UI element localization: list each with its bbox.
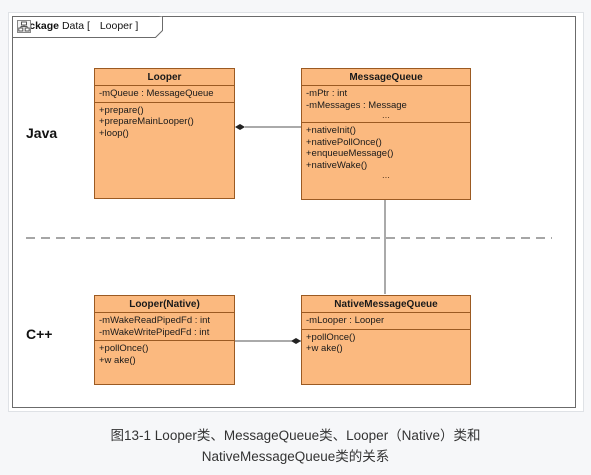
operation: +w ake(): [306, 343, 343, 354]
attribute: -mWakeWritePipedFd : int: [99, 326, 210, 338]
class-name: MessageQueue: [302, 69, 470, 86]
operation: +enqueueMessage(): [306, 148, 394, 159]
class-name: Looper(Native): [95, 296, 234, 313]
lane-label-java: Java: [26, 125, 58, 141]
attribute: -mQueue : MessageQueue: [99, 88, 214, 99]
operation: +prepare(): [99, 104, 144, 116]
operation-ellipsis: ...: [382, 170, 390, 181]
class-name: Looper: [95, 69, 234, 86]
attributes-section: -mWakeReadPipedFd : int -mWakeWritePiped…: [95, 313, 234, 341]
caption-line-2: NativeMessageQueue类的关系: [201, 449, 390, 464]
operation: +loop(): [99, 127, 129, 139]
lane-label-cpp: C++: [26, 326, 53, 342]
class-looper-native[interactable]: Looper(Native) -mWakeReadPipedFd : int -…: [94, 295, 235, 385]
caption-line-1: 图13-1 Looper类、MessageQueue类、Looper（Nativ…: [110, 428, 481, 443]
attributes-section: -mLooper : Looper: [302, 313, 470, 330]
operation: +w ake(): [99, 354, 136, 366]
figure-caption: 图13-1 Looper类、MessageQueue类、Looper（Nativ…: [0, 425, 591, 467]
operations-section: +prepare() +prepareMainLooper() +loop(): [95, 103, 234, 142]
attribute: -mLooper : Looper: [306, 315, 385, 326]
package-tab-outline: [12, 16, 163, 38]
attribute: -mPtr : int: [306, 88, 348, 99]
class-name: NativeMessageQueue: [302, 296, 470, 313]
aggregation-diamond-looper: [235, 124, 245, 130]
attributes-section: -mQueue : MessageQueue: [95, 86, 234, 103]
attribute-ellipsis: ...: [382, 110, 390, 121]
operation: +nativeInit(): [306, 125, 356, 136]
attributes-section: -mPtr : int -mMessages : Message ...: [302, 86, 470, 123]
operation: +pollOnce(): [99, 343, 149, 354]
class-messagequeue[interactable]: MessageQueue -mPtr : int -mMessages : Me…: [301, 68, 471, 200]
operations-section: +pollOnce() +w ake(): [95, 341, 234, 368]
package-diagram-name: Looper ]: [99, 20, 139, 32]
attribute: -mMessages : Message: [306, 99, 407, 111]
operation: +nativeWake(): [306, 159, 368, 171]
package-frame: [12, 16, 576, 408]
operation: +nativePollOnce(): [306, 136, 382, 148]
operation: +pollOnce(): [306, 331, 356, 343]
operation: +prepareMainLooper(): [99, 116, 194, 127]
aggregation-diamond-nativemessagequeue: [291, 338, 301, 344]
operations-section: +pollOnce() +w ake(): [302, 330, 470, 357]
class-looper[interactable]: Looper -mQueue : MessageQueue +prepare()…: [94, 68, 235, 199]
class-nativemessagequeue[interactable]: NativeMessageQueue -mLooper : Looper +po…: [301, 295, 471, 385]
package-tab: package Data [ Looper ]: [12, 16, 163, 38]
attribute: -mWakeReadPipedFd : int: [99, 315, 211, 326]
operations-section: +nativeInit() +nativePollOnce() +enqueue…: [302, 123, 470, 182]
package-name: Data [: [61, 20, 90, 32]
